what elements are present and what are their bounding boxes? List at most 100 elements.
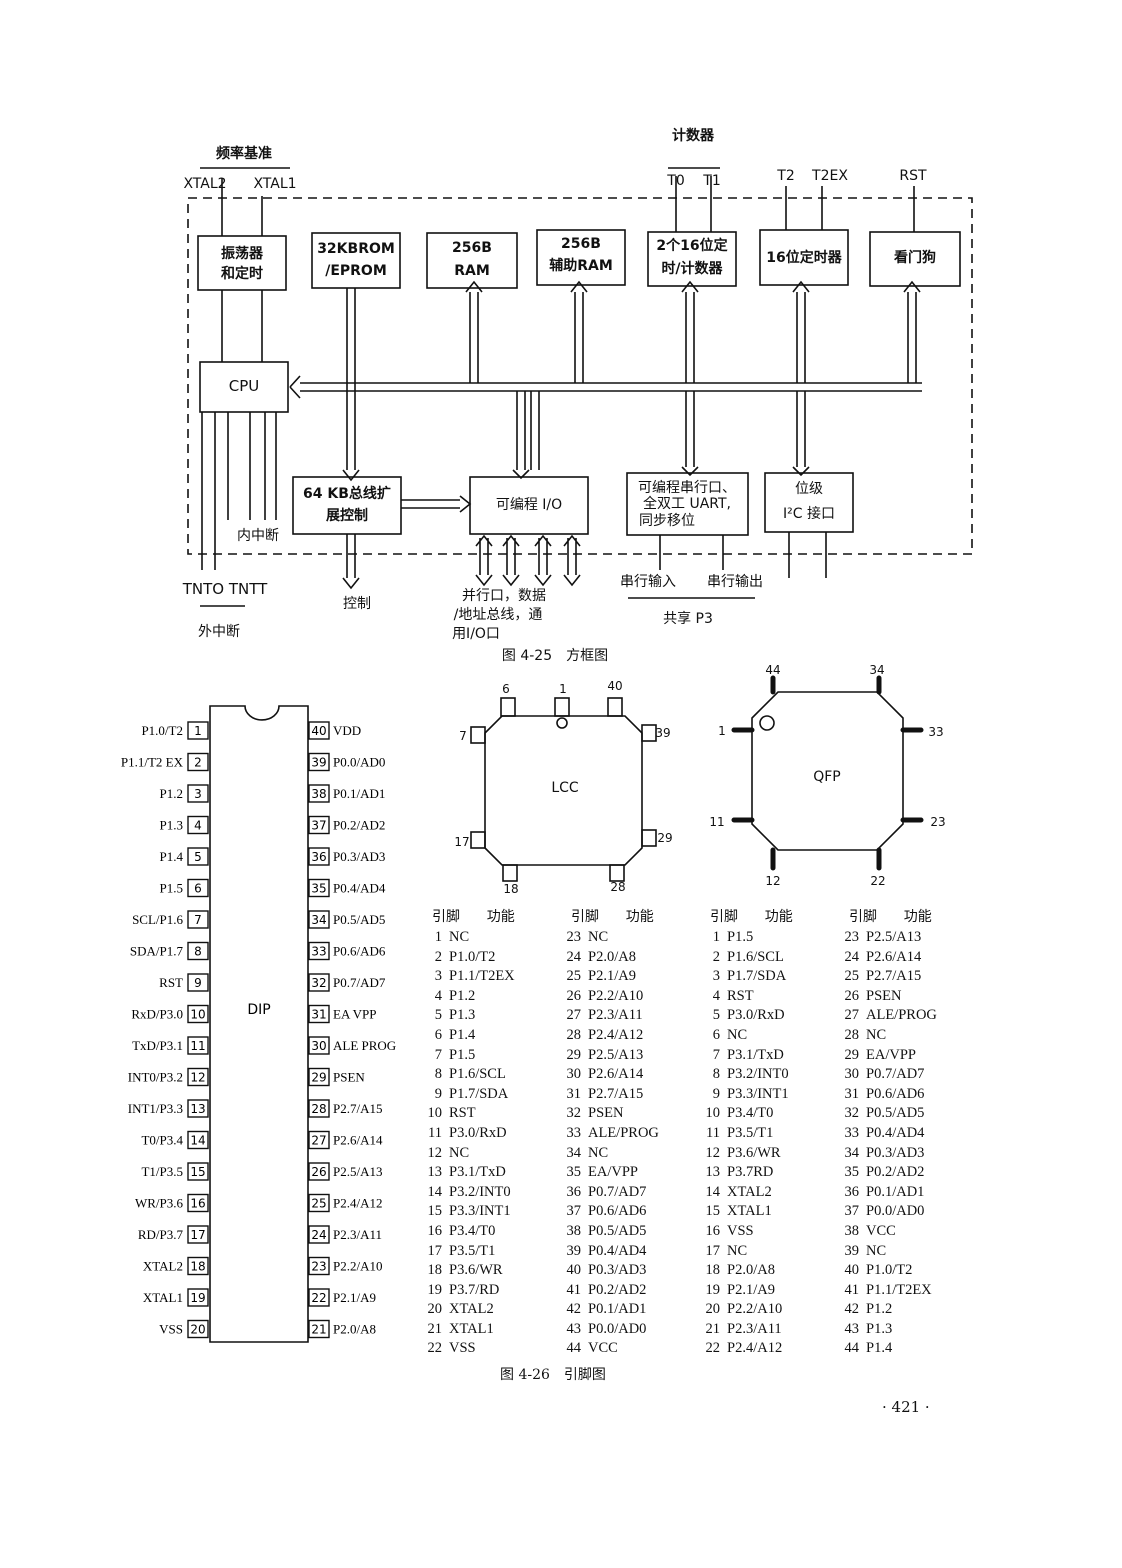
external-int-label: 外中断 bbox=[198, 624, 240, 640]
dip-pin-number: 20 bbox=[190, 1323, 205, 1337]
osc-line2: 和定时 bbox=[221, 265, 263, 282]
dip-pin-number: 12 bbox=[190, 1071, 205, 1085]
dip-pin-name: INT1/P3.3 bbox=[128, 1101, 183, 1116]
dip-pin-name: P2.0/A8 bbox=[333, 1322, 376, 1337]
dip-pin-number: 22 bbox=[311, 1291, 326, 1305]
pin-function: P2.0/A8 bbox=[727, 1262, 775, 1279]
dip-pin-name: T0/P3.4 bbox=[141, 1133, 183, 1148]
page-number: · 421 · bbox=[882, 1398, 930, 1416]
rst-label: RST bbox=[899, 168, 927, 184]
pin-function: P0.4/AD4 bbox=[588, 1242, 647, 1259]
dip-pin-number: 14 bbox=[190, 1134, 205, 1148]
pin-number: 28 bbox=[566, 1026, 582, 1043]
lcc-package bbox=[470, 697, 657, 882]
dip-pin-box bbox=[308, 721, 330, 740]
dip-pin-name: VSS bbox=[159, 1322, 183, 1337]
pin-function: P0.5/AD5 bbox=[866, 1105, 925, 1122]
qfp-pin-34: 34 bbox=[869, 663, 884, 677]
dip-pin-name: P2.3/A11 bbox=[333, 1227, 382, 1242]
pin-number: 32 bbox=[566, 1105, 582, 1122]
pin-number: 39 bbox=[566, 1242, 582, 1259]
dip-pin-number: 2 bbox=[194, 756, 202, 770]
shared-p3-label: 共享 P3 bbox=[663, 610, 713, 627]
uart-line1: 可编程串行口、 bbox=[638, 480, 736, 496]
dip-pin-box bbox=[187, 1225, 209, 1244]
pin-function: VCC bbox=[866, 1222, 896, 1239]
pin-function: P3.4/T0 bbox=[449, 1222, 496, 1239]
pin-number: 19 bbox=[427, 1281, 443, 1298]
dip-pin-name: P1.0/T2 bbox=[141, 723, 183, 738]
pin-number: 11 bbox=[706, 1124, 720, 1141]
block-diagram: 频率基准 XTAL2 XTAL1 计数器 T0 T1 T2 T2EX RST 振… bbox=[121, 127, 973, 1343]
pin-function: RST bbox=[449, 1105, 476, 1122]
dip-pin-box bbox=[187, 721, 209, 740]
dip-pin-number: 6 bbox=[194, 882, 202, 896]
pin-number: 22 bbox=[427, 1340, 443, 1357]
pin-diagram-caption: 图 4-26 引脚图 bbox=[500, 1367, 606, 1383]
pin-number: 12 bbox=[705, 1144, 721, 1161]
pin-number: 23 bbox=[844, 929, 860, 945]
dip-pin-name: RxD/P3.0 bbox=[131, 1007, 183, 1022]
header-qfp-b: 引脚 功能 bbox=[849, 909, 932, 925]
dip-pin-name: PSEN bbox=[333, 1070, 365, 1085]
pin-number: 38 bbox=[566, 1222, 582, 1239]
dip-pin-name: P2.6/A14 bbox=[333, 1133, 383, 1148]
pin-function: EA/VPP bbox=[866, 1046, 916, 1063]
header-lcc-a: 引脚 功能 bbox=[432, 909, 515, 925]
pin-function: P1.4 bbox=[866, 1340, 893, 1357]
pin-number: 16 bbox=[705, 1222, 721, 1239]
dip-pin-name: XTAL2 bbox=[143, 1259, 183, 1274]
pin-number: 9 bbox=[434, 1085, 442, 1102]
pin-function: NC bbox=[727, 1242, 748, 1259]
dip-pin-box bbox=[187, 1099, 209, 1118]
pin-number: 35 bbox=[566, 1164, 582, 1181]
pin-function: NC bbox=[727, 1026, 748, 1043]
pin-number: 5 bbox=[434, 1007, 442, 1024]
cpu-label: CPU bbox=[229, 377, 260, 395]
dip-pin-number: 4 bbox=[194, 819, 202, 833]
ram-line2: RAM bbox=[454, 263, 490, 279]
pin-number: 15 bbox=[427, 1203, 443, 1220]
dip-pin-box bbox=[187, 784, 209, 803]
dip-pin-box bbox=[187, 1036, 209, 1055]
pin-number: 31 bbox=[566, 1085, 582, 1102]
header-qfp-a: 引脚 功能 bbox=[710, 909, 793, 925]
dip-pin-box bbox=[187, 752, 209, 772]
pin-number: 38 bbox=[844, 1222, 860, 1239]
pin-function: NC bbox=[866, 1242, 887, 1259]
pin-function: P3.5/T1 bbox=[449, 1242, 496, 1259]
watchdog-label: 看门狗 bbox=[893, 249, 936, 266]
pin-number: 20 bbox=[427, 1301, 443, 1318]
internal-bus bbox=[300, 382, 922, 392]
pin-function: P3.7/RD bbox=[449, 1281, 500, 1298]
pin-number: 33 bbox=[566, 1124, 582, 1141]
freq-ref-label: 频率基准 bbox=[216, 145, 272, 162]
dip-pin-name: WR/P3.6 bbox=[135, 1196, 184, 1211]
dip-pin-box bbox=[308, 1162, 330, 1181]
pin-function: P1.5 bbox=[727, 929, 754, 945]
pin-function: P3.1/TxD bbox=[449, 1164, 506, 1181]
pin-number: 24 bbox=[844, 948, 860, 965]
dip-pin-number: 37 bbox=[311, 819, 326, 833]
pin-number: 3 bbox=[712, 968, 720, 985]
pin-function: P0.4/AD4 bbox=[866, 1124, 925, 1141]
dip-pin-box bbox=[187, 1067, 209, 1087]
bus-line2: 展控制 bbox=[326, 507, 368, 524]
xtal1-label: XTAL1 bbox=[253, 176, 296, 192]
pin-function: P1.6/SCL bbox=[727, 948, 784, 965]
pin-function: P2.0/A8 bbox=[588, 948, 636, 965]
pin-function: RST bbox=[727, 987, 754, 1004]
pin-number: 44 bbox=[566, 1340, 582, 1357]
pin-function: P0.7/AD7 bbox=[588, 1183, 647, 1200]
pin-function: P0.6/AD6 bbox=[866, 1085, 925, 1102]
pin-function: P1.0/T2 bbox=[449, 948, 496, 965]
dip-pin-number: 17 bbox=[190, 1228, 205, 1242]
dip-pin-name: P1.3 bbox=[160, 818, 183, 833]
dip-label: DIP bbox=[247, 1002, 270, 1018]
pin-number: 14 bbox=[705, 1183, 721, 1200]
